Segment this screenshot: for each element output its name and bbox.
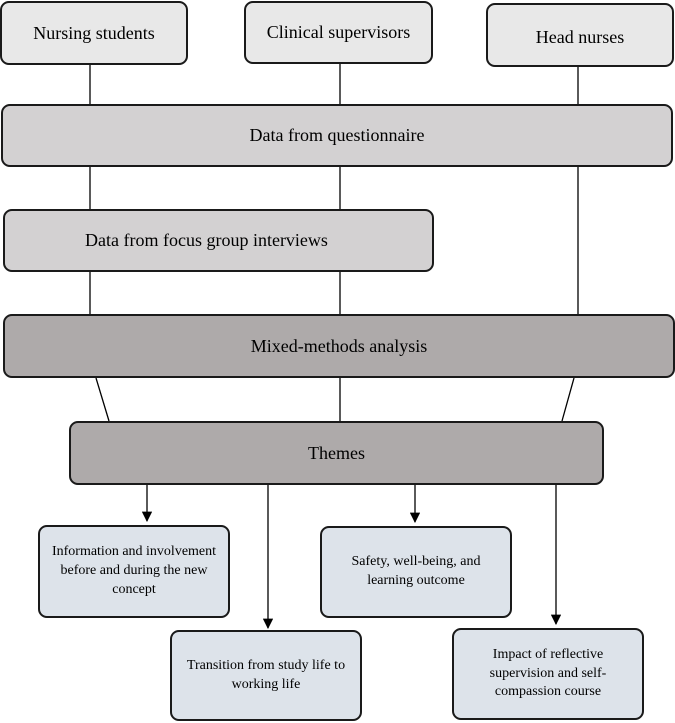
themes-label: Themes (308, 442, 365, 463)
theme-transition: Transition from study life to working li… (170, 630, 362, 721)
themes-box: Themes (69, 421, 604, 485)
line-analysis-themes-right (561, 377, 575, 422)
theme-safety-label: Safety, well-being, and learning outcome (351, 554, 481, 588)
data-questionnaire-label: Data from questionnaire (249, 125, 425, 145)
mixed-methods-analysis: Mixed-methods analysis (3, 314, 675, 378)
line-analysis-themes-left (95, 377, 110, 422)
theme-information-label: Information and involvement before and d… (51, 544, 217, 597)
data-questionnaire: Data from questionnaire (1, 104, 673, 167)
theme-safety: Safety, well-being, and learning outcome (320, 526, 512, 618)
theme-information: Information and involvement before and d… (38, 525, 230, 618)
data-focus-group: Data from focus group interviews (3, 209, 434, 272)
theme-impact-label: Impact of reflective supervision and sel… (489, 646, 607, 700)
mixed-methods-analysis-label: Mixed-methods analysis (250, 335, 428, 356)
theme-transition-label: Transition from study life to working li… (186, 657, 346, 692)
data-focus-group-label: Data from focus group interviews (85, 230, 328, 250)
source-nursing-students: Nursing students (0, 1, 188, 65)
source-head-nurses-label: Head nurses (535, 26, 625, 47)
source-clinical-supervisors: Clinical supervisors (244, 1, 433, 64)
source-nursing-students-label: Nursing students (33, 22, 155, 43)
source-head-nurses: Head nurses (486, 3, 674, 67)
theme-impact: Impact of reflective supervision and sel… (452, 628, 644, 720)
source-clinical-supervisors-label: Clinical supervisors (266, 22, 411, 42)
